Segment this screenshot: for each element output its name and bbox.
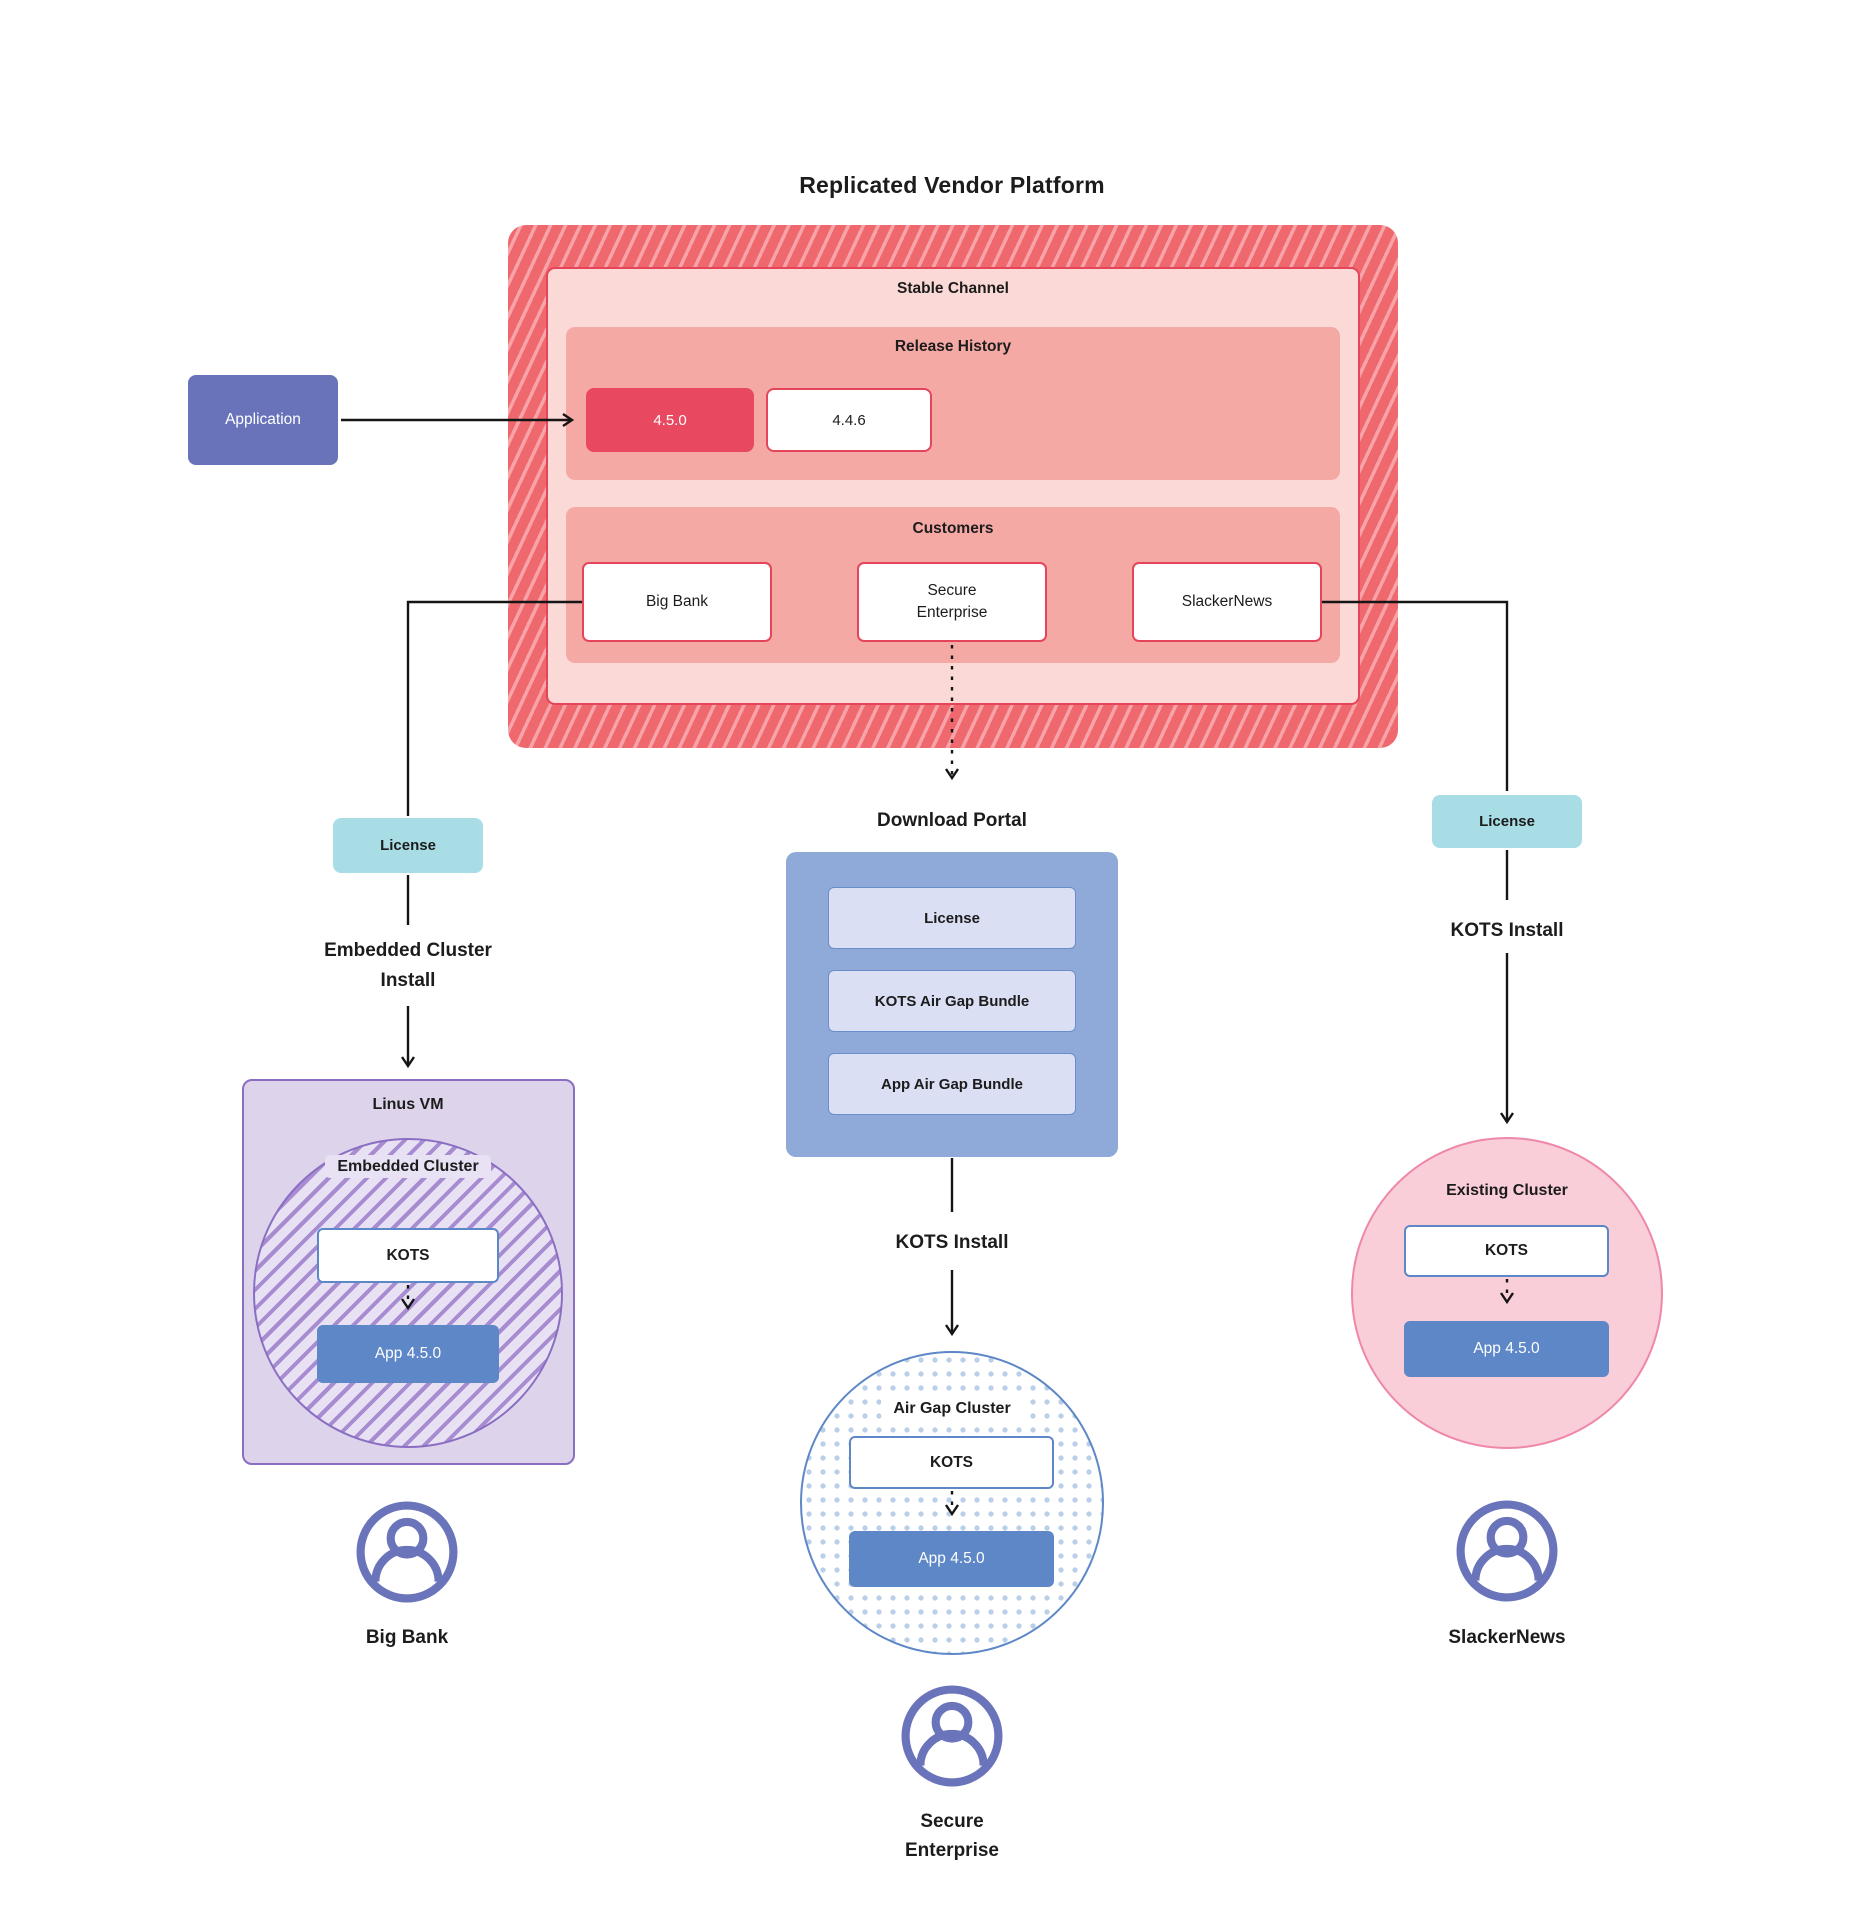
customer-slackernews: SlackerNews (1132, 562, 1322, 642)
secure-enterprise-user-label: Secure Enterprise (905, 1811, 999, 1861)
portal-item-app-airgap-bundle: App Air Gap Bundle (828, 1053, 1076, 1115)
secure-enterprise-kots-box: KOTS (849, 1436, 1054, 1489)
slackernews-user-label: SlackerNews (1448, 1627, 1566, 1648)
embedded-cluster-circle (253, 1138, 563, 1448)
secure-enterprise-kots-install-label: KOTS Install (895, 1232, 1009, 1253)
release-history-label: Release History (894, 338, 1012, 355)
diagram-title: Replicated Vendor Platform (799, 171, 1105, 198)
big-bank-user-label: Big Bank (365, 1627, 449, 1648)
release-version-current: 4.5.0 (586, 388, 754, 452)
application-box: Application (188, 375, 338, 465)
download-portal-label: Download Portal (877, 810, 1027, 831)
customer-secure-enterprise: Secure Enterprise (857, 562, 1047, 642)
slackernews-license-box: License (1432, 795, 1582, 848)
slackernews-kots-install-label: KOTS Install (1450, 920, 1564, 941)
linus-vm-label: Linus VM (372, 1096, 444, 1113)
customer-big-bank: Big Bank (582, 562, 772, 642)
vendor-platform-box (508, 225, 1398, 748)
portal-item-kots-airgap-bundle: KOTS Air Gap Bundle (828, 970, 1076, 1032)
existing-cluster-label: Existing Cluster (1446, 1182, 1568, 1199)
download-portal-box: License KOTS Air Gap Bundle App Air Gap … (786, 852, 1118, 1157)
embedded-cluster-install-label: Embedded Cluster Install (324, 940, 492, 992)
slackernews-kots-box: KOTS (1404, 1225, 1609, 1277)
big-bank-app-box: App 4.5.0 (317, 1325, 499, 1383)
secure-enterprise-user-icon (906, 1690, 999, 1783)
portal-item-license: License (828, 887, 1076, 949)
big-bank-kots-box: KOTS (317, 1228, 499, 1283)
slackernews-app-box: App 4.5.0 (1404, 1321, 1609, 1377)
slackernews-user-icon (1461, 1505, 1554, 1598)
customers-label: Customers (912, 520, 994, 537)
big-bank-user-icon (361, 1506, 454, 1599)
embedded-cluster-label: Embedded Cluster (283, 1155, 533, 1178)
air-gap-cluster-label: Air Gap Cluster (827, 1397, 1077, 1420)
release-version-previous: 4.4.6 (766, 388, 932, 452)
stable-channel-label: Stable Channel (897, 280, 1009, 297)
secure-enterprise-app-box: App 4.5.0 (849, 1531, 1054, 1587)
big-bank-license-box: License (333, 818, 483, 873)
